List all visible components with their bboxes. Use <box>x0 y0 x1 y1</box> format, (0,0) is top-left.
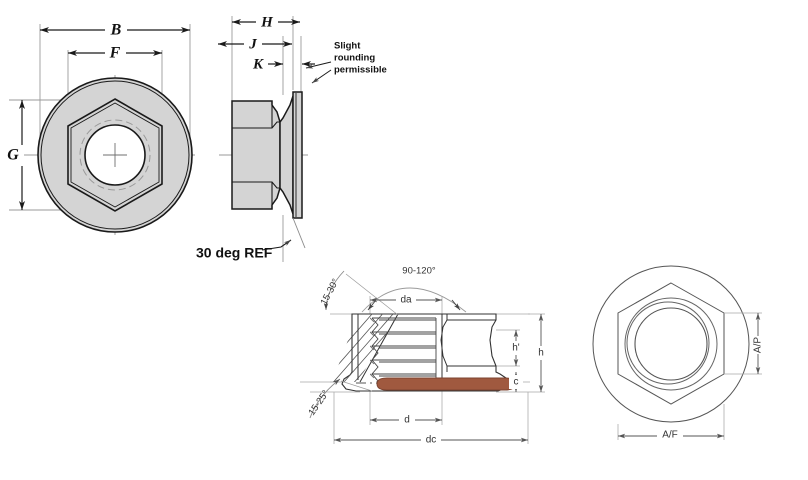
dimension-K: K <box>248 54 315 74</box>
note-30-deg-ref-label: 30 deg REF <box>196 245 273 261</box>
dimension-AF: A/F <box>617 427 725 442</box>
dimension-dc-label: dc <box>426 435 437 446</box>
dimension-AP: A/P <box>750 312 766 375</box>
thread-major-circle <box>79 119 151 191</box>
dimension-h-prime-label: h' <box>512 343 520 354</box>
dimension-AF-label: A/F <box>662 430 678 441</box>
dimension-G: G <box>4 100 25 210</box>
angle-upper-taper-leader <box>345 273 399 316</box>
dimension-h-prime: h' <box>508 329 524 367</box>
center-mark <box>103 143 127 167</box>
angle-top-chamfer-label: 90-120° <box>402 266 436 277</box>
dimension-B-label: B <box>110 22 122 39</box>
flange-inner-edge-circle <box>40 80 190 230</box>
dimension-d-label: d <box>404 415 410 426</box>
dimension-J-label: J <box>248 36 257 52</box>
angle-upper-taper-arc <box>323 270 345 311</box>
dimension-AP-label: A/P <box>753 337 764 353</box>
side-flange-plate <box>292 91 303 219</box>
section-thread-profile <box>370 317 437 382</box>
side-view: H J K Slight rounding permissible 30 <box>196 12 387 262</box>
note-slight-rounding-line2: rounding <box>334 53 375 64</box>
dimension-F-label: F <box>109 45 121 62</box>
dimension-c-label: c <box>514 377 519 388</box>
dimension-dc: dc <box>333 432 529 446</box>
dimension-K-label: K <box>252 56 264 72</box>
dimension-c: c <box>509 371 523 393</box>
ref-angle-leader <box>292 217 306 249</box>
hex-body-inner-outline <box>70 102 160 208</box>
section-view: 90-120° 15-30° 15-25° da d <box>300 264 548 446</box>
dimension-h: h <box>534 313 548 393</box>
dimension-da-label: da <box>400 295 412 306</box>
dimension-G-label: G <box>7 147 19 164</box>
hex-plan-view: A/F A/P <box>592 265 766 442</box>
note-slight-rounding-line3: permissible <box>334 65 387 76</box>
dimension-H-label: H <box>260 14 274 30</box>
dimension-d: d <box>369 412 443 426</box>
side-hex-body <box>231 100 281 210</box>
nylon-insert-band <box>376 377 516 391</box>
dimension-B: B <box>40 20 190 40</box>
note-30-deg-ref: 30 deg REF <box>196 217 306 261</box>
angle-top-chamfer: 90-120° <box>361 264 467 313</box>
hex-view-bore-circle <box>634 307 708 381</box>
dimension-da: da <box>369 292 443 306</box>
dimension-F: F <box>68 43 162 63</box>
angle-flange-underside-arc <box>309 378 341 419</box>
side-hex-facet-lines <box>232 101 280 209</box>
hex-view-thread-circle <box>626 301 710 385</box>
note-slight-rounding-line1: Slight <box>334 41 361 52</box>
angle-flange-underside-leader <box>340 380 373 392</box>
front-view: B F G <box>4 20 195 235</box>
section-hex-facets <box>440 314 496 372</box>
dimension-H: H <box>232 12 300 32</box>
angle-top-chamfer-arc <box>361 287 467 313</box>
note-slight-rounding: Slight rounding permissible <box>305 41 387 84</box>
dimension-J: J <box>218 34 292 54</box>
hex-view-flange-circle <box>592 265 750 423</box>
hex-view-chamfer-circle <box>624 297 718 391</box>
dimension-h-label: h <box>538 348 544 359</box>
